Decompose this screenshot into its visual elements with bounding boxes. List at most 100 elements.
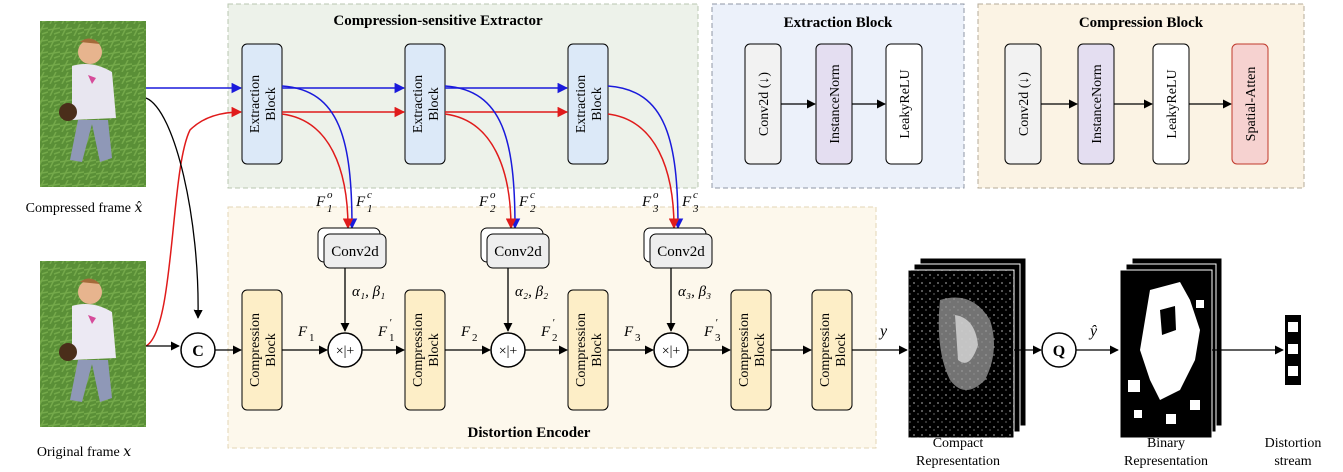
compression-block-2: Compression Block <box>404 289 446 411</box>
compression-block-5: Compression Block <box>811 289 853 411</box>
extraction-detail-leakyrelu: LeakyReLU <box>885 43 923 165</box>
conv2d-1: Conv2d <box>317 227 387 269</box>
extraction-detail-instancenorm: InstanceNorm <box>815 43 853 165</box>
compression-detail-instancenorm: InstanceNorm <box>1077 43 1115 165</box>
stream-label-2: stream <box>1274 454 1311 469</box>
svg-text:1: 1 <box>389 332 395 344</box>
svg-text:Block: Block <box>590 87 605 120</box>
svg-text:c: c <box>693 189 698 201</box>
svg-text:1: 1 <box>327 203 333 215</box>
svg-text:1: 1 <box>309 332 315 344</box>
svg-text:Q: Q <box>1053 343 1065 360</box>
svg-text:Spatial-Atten: Spatial-Atten <box>1244 67 1259 142</box>
svg-text:1: 1 <box>367 203 373 215</box>
svg-text:3: 3 <box>692 203 699 215</box>
extraction-detail-conv2d: Conv2d (↓) <box>744 43 782 165</box>
y-label: y <box>878 323 888 340</box>
svg-text:×|+: ×|+ <box>499 344 518 359</box>
modulate-node-3: ×|+ <box>653 332 689 368</box>
svg-text:Compression: Compression <box>411 313 426 387</box>
svg-text:Extraction: Extraction <box>411 75 426 133</box>
conv2d-2: Conv2d <box>480 227 550 269</box>
compression-detail-leakyrelu: LeakyReLU <box>1152 43 1190 165</box>
svg-text:×|+: ×|+ <box>336 344 355 359</box>
svg-text:F: F <box>518 194 529 210</box>
extraction-detail-title: Extraction Block <box>784 15 893 31</box>
svg-text:Block: Block <box>834 333 849 366</box>
binary-label-1: Binary <box>1147 436 1185 451</box>
svg-text:LeakyReLU: LeakyReLU <box>1165 69 1180 138</box>
binary-representation-image <box>1119 257 1223 439</box>
svg-text:×|+: ×|+ <box>662 344 681 359</box>
compression-block-1: Compression Block <box>241 289 283 411</box>
svg-text:Conv2d (↓): Conv2d (↓) <box>757 72 772 137</box>
svg-text:′: ′ <box>715 317 718 329</box>
extractor-title: Compression-sensitive Extractor <box>333 13 543 29</box>
svg-text:F: F <box>478 194 489 210</box>
svg-text:3: 3 <box>652 203 659 215</box>
compression-block-3: Compression Block <box>567 289 609 411</box>
svg-text:c: c <box>367 189 372 201</box>
svg-text:Block: Block <box>427 333 442 366</box>
compact-representation-image <box>907 257 1027 439</box>
svg-text:2: 2 <box>472 332 478 344</box>
svg-text:Block: Block <box>264 87 279 120</box>
svg-text:Conv2d: Conv2d <box>657 244 705 260</box>
original-frame-image <box>40 261 146 427</box>
svg-text:2: 2 <box>530 203 536 215</box>
svg-text:Extraction: Extraction <box>248 75 263 133</box>
svg-text:2: 2 <box>552 332 558 344</box>
alpha-beta-2: α₂, β₂ <box>515 284 548 300</box>
svg-text:Conv2d: Conv2d <box>331 244 379 260</box>
compression-detail-conv2d: Conv2d (↓) <box>1004 43 1042 165</box>
svg-text:F: F <box>355 194 366 210</box>
svg-text:2: 2 <box>490 203 496 215</box>
svg-text:3: 3 <box>635 332 641 344</box>
encoder-title: Distortion Encoder <box>468 425 591 441</box>
compressed-frame-label: Compressed frame 𝑥̂ <box>26 200 143 216</box>
alpha-beta-3: α₃, β₃ <box>678 284 711 300</box>
svg-text:F: F <box>681 194 692 210</box>
svg-text:Conv2d: Conv2d <box>494 244 542 260</box>
compact-label-1: Compact <box>933 436 984 451</box>
modulate-node-2: ×|+ <box>490 332 526 368</box>
concat-node: C <box>180 332 216 368</box>
svg-text:LeakyReLU: LeakyReLU <box>898 69 913 138</box>
binary-label-2: Representation <box>1124 454 1208 469</box>
svg-text:o: o <box>327 189 333 201</box>
alpha-beta-1: α₁, β₁ <box>352 284 385 300</box>
svg-text:F: F <box>297 324 308 340</box>
svg-text:F: F <box>703 324 714 340</box>
svg-text:Block: Block <box>753 333 768 366</box>
compressed-to-concat-arrow <box>145 97 203 319</box>
svg-text:F: F <box>540 324 551 340</box>
svg-text:InstanceNorm: InstanceNorm <box>1090 64 1105 143</box>
svg-text:Block: Block <box>427 87 442 120</box>
original-frame-label: Original frame 𝑥 <box>37 445 131 460</box>
compression-detail-spatial-atten: Spatial-Atten <box>1231 43 1269 165</box>
distortion-stream-icon <box>1285 315 1301 385</box>
compact-label-2: Representation <box>916 454 1000 469</box>
svg-text:Block: Block <box>264 333 279 366</box>
svg-text:o: o <box>490 189 496 201</box>
svg-text:′: ′ <box>552 317 555 329</box>
yhat-label: ŷ <box>1088 323 1098 340</box>
svg-text:Conv2d (↓): Conv2d (↓) <box>1017 72 1032 137</box>
svg-text:Block: Block <box>590 333 605 366</box>
svg-text:Compression: Compression <box>574 313 589 387</box>
svg-text:InstanceNorm: InstanceNorm <box>828 64 843 143</box>
compression-detail-title: Compression Block <box>1079 15 1204 31</box>
svg-text:o: o <box>653 189 659 201</box>
extraction-block-2: Extraction Block <box>404 43 446 165</box>
svg-text:Compression: Compression <box>248 313 263 387</box>
svg-text:3: 3 <box>715 332 721 344</box>
extraction-block-3: Extraction Block <box>567 43 609 165</box>
compression-block-4: Compression Block <box>730 289 772 411</box>
svg-text:F: F <box>315 194 326 210</box>
stream-label-1: Distortion <box>1265 436 1322 451</box>
